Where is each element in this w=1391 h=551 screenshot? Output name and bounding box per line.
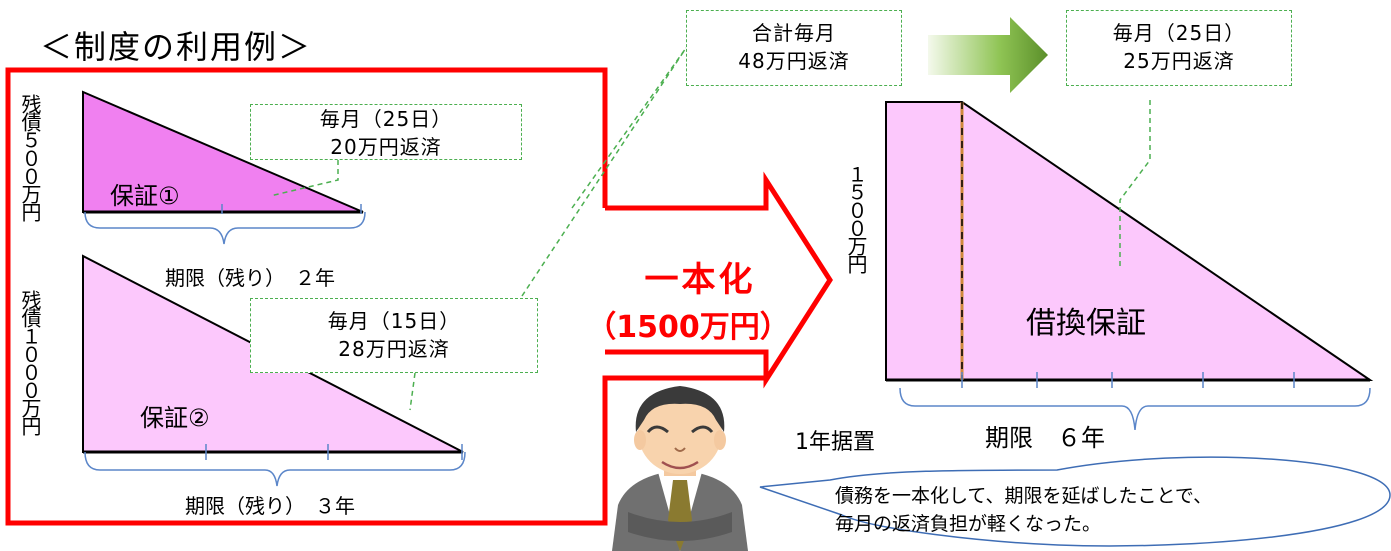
red-frame-top xyxy=(605,171,833,389)
speech-line1: 債務を一本化して、期限を延ばしたことで、 xyxy=(835,485,1213,507)
speech-line2: 毎月の返済負担が軽くなった。 xyxy=(835,513,1102,535)
businessman-illustration xyxy=(612,386,748,551)
refinance-amount-label: １５００万円 xyxy=(844,164,868,272)
refinance-repayment-note: 毎月（25日） 25万円返済 xyxy=(1066,10,1292,86)
bracket-refinance xyxy=(899,372,1371,431)
refinance-note-line1: 毎月（25日） xyxy=(1112,21,1246,45)
consolidation-amount: （1500万円） xyxy=(586,310,790,345)
consolidation-label: 一本化 xyxy=(644,260,756,300)
total-note-line2: 48万円返済 xyxy=(738,49,850,73)
guarantee1-repayment-note: 毎月（25日） 20万円返済 xyxy=(250,104,522,160)
bracket-guarantee1 xyxy=(84,204,366,245)
guarantee1-term-label: 期限（残り） ２年 xyxy=(165,266,335,290)
speech-bubble xyxy=(759,456,1391,547)
grace-period-label: 1年据置 xyxy=(795,430,875,455)
guarantee2-note-line2: 28万円返済 xyxy=(338,337,450,361)
refinance-label: 借換保証 xyxy=(1026,306,1146,341)
guarantee2-balance-label: 残債１０００万円 xyxy=(18,290,42,434)
leader-lines xyxy=(269,47,1151,411)
total-repayment-note: 合計毎月 48万円返済 xyxy=(686,10,902,86)
speech-text: 債務を一本化して、期限を延ばしたことで、 毎月の返済負担が軽くなった。 xyxy=(835,482,1212,538)
guarantee1-balance-label: 残債５００万円 xyxy=(18,94,42,220)
refinance-term-label: 期限 ６年 xyxy=(985,424,1105,452)
refinance-note-line2: 25万円返済 xyxy=(1123,49,1235,73)
page-title: ＜制度の利用例＞ xyxy=(40,28,313,66)
green-arrow xyxy=(928,17,1048,93)
guarantee2-term-label: 期限（残り） ３年 xyxy=(185,494,355,518)
guarantee2-repayment-note: 毎月（15日） 28万円返済 xyxy=(250,298,538,373)
guarantee1-note-line1: 毎月（25日） xyxy=(319,107,453,131)
guarantee2-label: 保証② xyxy=(140,404,210,432)
total-note-line1: 合計毎月 xyxy=(752,21,836,45)
red-frame-left xyxy=(5,67,766,526)
guarantee2-note-line1: 毎月（15日） xyxy=(327,309,461,333)
guarantee1-note-line2: 20万円返済 xyxy=(330,135,442,159)
bracket-guarantee2 xyxy=(84,444,466,487)
guarantee1-label: 保証① xyxy=(110,182,180,210)
